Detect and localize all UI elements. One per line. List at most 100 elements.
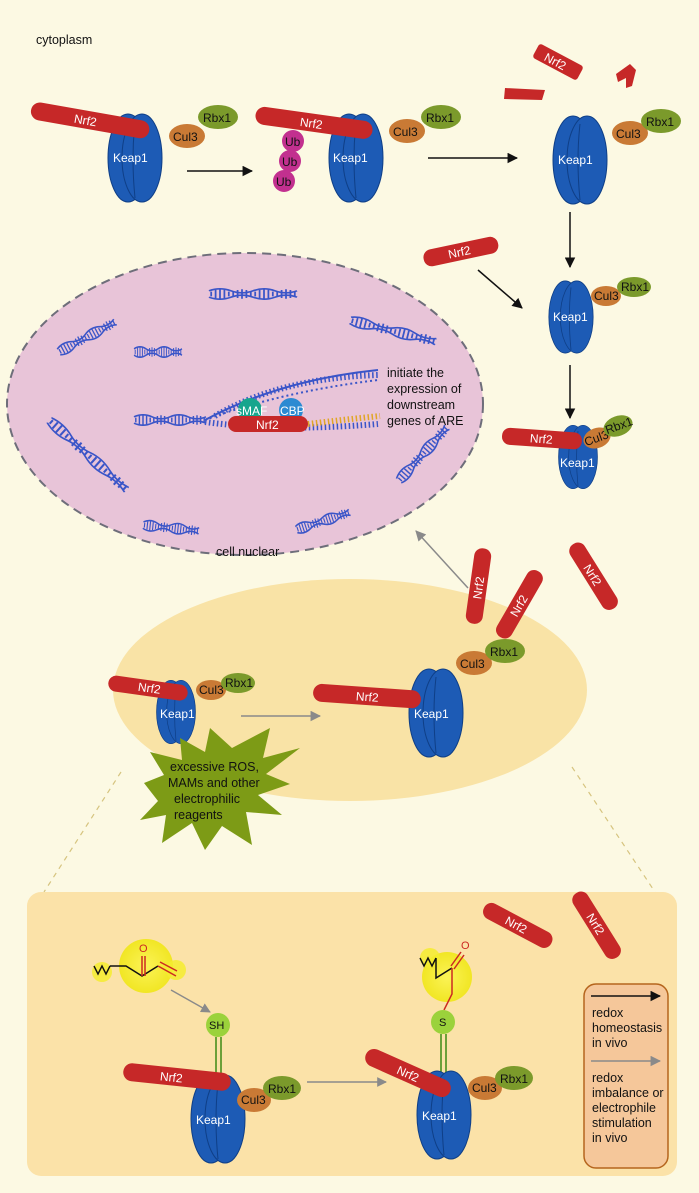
legend-text-line: in vivo [592,1131,627,1145]
arrow-new-nrf2 [477,269,523,309]
legend-black-text: redox homeostasis in vivo [592,1006,666,1050]
rbx1-label: Rbx1 [490,645,518,659]
rbx1-shape [421,105,461,129]
keap1-label: Keap1 [414,707,449,721]
legend-text-line: electrophile [592,1101,656,1115]
complex-1: Keap1 Cul3 Rbx1 Nrf2 [30,102,238,203]
legend: redox homeostasis in vivo redox imbalanc… [583,983,669,1169]
oxygen-label: O [139,943,148,955]
stress-region: Nrf2 Nrf2 Keap1 Cul3 Rbx1 Nrf2 Keap1 Cul… [108,530,587,850]
keap1-complex-sh: SH Keap1 Cul3 Rbx1 Nrf2 [123,1013,301,1164]
legend-gray-text: redox imbalance or electrophile stimulat… [592,1071,667,1145]
cul3-shape [196,680,226,700]
cul3-shape [468,1076,502,1100]
cul3-shape [169,124,205,148]
rbx1-shape [495,1066,533,1090]
cul3-shape [389,119,425,143]
keap1-label: Keap1 [333,151,368,165]
keap1-label: Keap1 [196,1113,231,1127]
rbx1-label: Rbx1 [426,111,454,125]
detail-panel-background [27,892,677,1176]
free-nrf2: Nrf2 [569,542,618,610]
legend-text-line: redox [592,1071,624,1085]
smaf-label: sMAF [236,404,267,418]
arrow-electrophile-attack [170,989,211,1013]
ubiquitin-1 [282,130,304,152]
arrow-to-nucleus [415,530,469,589]
rbx1-label: Rbx1 [621,280,649,294]
nrf2-label: Nrf2 [73,112,98,130]
nrf2-label: Nrf2 [470,575,487,600]
are-text-line: initiate the [387,366,444,380]
nrf2-fragment [504,88,545,100]
nrf2-bar: Nrf2 [313,683,421,709]
nrf2-label: Nrf2 [355,689,379,705]
are-text-line: genes of ARE [387,414,463,428]
cul3-shape [456,651,492,675]
cul3-label: Cul3 [173,130,198,144]
legend-text-line: stimulation [592,1116,652,1130]
mechanism-detail-panel: Nrf2 Nrf2 O SH Keap1 [27,891,677,1176]
cytoplasm-label: cytoplasm [36,33,92,47]
legend-box [583,983,669,1169]
keap1-label: Keap1 [113,151,148,165]
keap1-complex-adduct: O S Keap1 Cul3 Rbx1 Nrf2 [365,940,533,1160]
keap1-label: Keap1 [558,153,593,167]
nrf2-bar: Nrf2 [255,106,373,139]
ubiquitin-label: Ub [285,135,301,149]
electrophile-molecule: O [92,939,186,993]
rbx1-shape: Rbx1 [603,414,634,437]
complex-3-free-keap1: Keap1 Cul3 Rbx1 [552,109,681,205]
stimulus-text-line: electrophilic [174,792,240,806]
nrf2-label: Nrf2 [159,1069,183,1085]
nrf2-fragment: Nrf2 [533,44,583,80]
cul3-label: Cul3 [472,1081,497,1095]
stimulus-burst [140,728,300,850]
oxygen-label: O [461,940,470,952]
rbx1-shape [263,1076,301,1100]
cul3-shape [591,286,621,306]
degraded-nrf2-fragments: Nrf2 [504,44,636,100]
new-nrf2: Nrf2 [423,236,499,267]
rbx1-label: Rbx1 [268,1082,296,1096]
cul3-label: Cul3 [594,289,619,303]
keap1-label: Keap1 [422,1109,457,1123]
stimulus-text-line: MAMs and other [168,776,260,790]
keap1-label: Keap1 [560,456,595,470]
legend-text-line: in vivo [592,1036,627,1050]
zoom-guide-right [571,766,656,893]
keap1-label: Keap1 [160,707,195,721]
cul3-label: Cul3 [460,657,485,671]
stimulus-text: excessive ROS, MAMs and other electrophi… [168,760,263,822]
cell-nuclear-label: cell nuclear [216,545,279,559]
nucleus-nrf2: Nrf2 [228,416,308,432]
are-expression-text: initiate the expression of downstream ge… [387,366,465,428]
ubiquitin-label: Ub [282,155,298,169]
ubiquitin-2 [279,150,301,172]
zoom-guide-left [43,771,122,893]
rbx1-label: Rbx1 [646,115,674,129]
legend-text-line: redox [592,1006,624,1020]
are-text-line: downstream [387,398,455,412]
nrf2-bar: Nrf2 [123,1063,231,1091]
complex-before-stimulus: Keap1 Cul3 Rbx1 Nrf2 [108,673,255,745]
stimulus-text-line: excessive ROS, [170,760,259,774]
rbx1-label: Rbx1 [203,111,231,125]
rbx1-shape [641,109,681,133]
stimulus-text-line: reagents [174,808,223,822]
nrf2-label: Nrf2 [256,418,279,432]
released-nrf2: Nrf2 [465,548,492,624]
cbp-label: CBP [280,404,305,418]
rbx1-label: Rbx1 [225,676,253,690]
cul3-label: Cul3 [241,1093,266,1107]
cul3-shape: Cul3 [582,427,610,449]
nrf2-label: Nrf2 [529,431,553,447]
complex-2-ubiquitinated: Keap1 Cul3 Rbx1 Nrf2 Ub Ub Ub [255,105,461,203]
complex-5-nrf2-bound: Keap1 Cul3 Rbx1 Nrf2 [502,414,635,490]
rbx1-label: Rbx1 [500,1072,528,1086]
rbx1-shape [617,277,651,297]
cul3-shape [237,1088,271,1112]
nrf2-bar: Nrf2 [108,675,188,701]
